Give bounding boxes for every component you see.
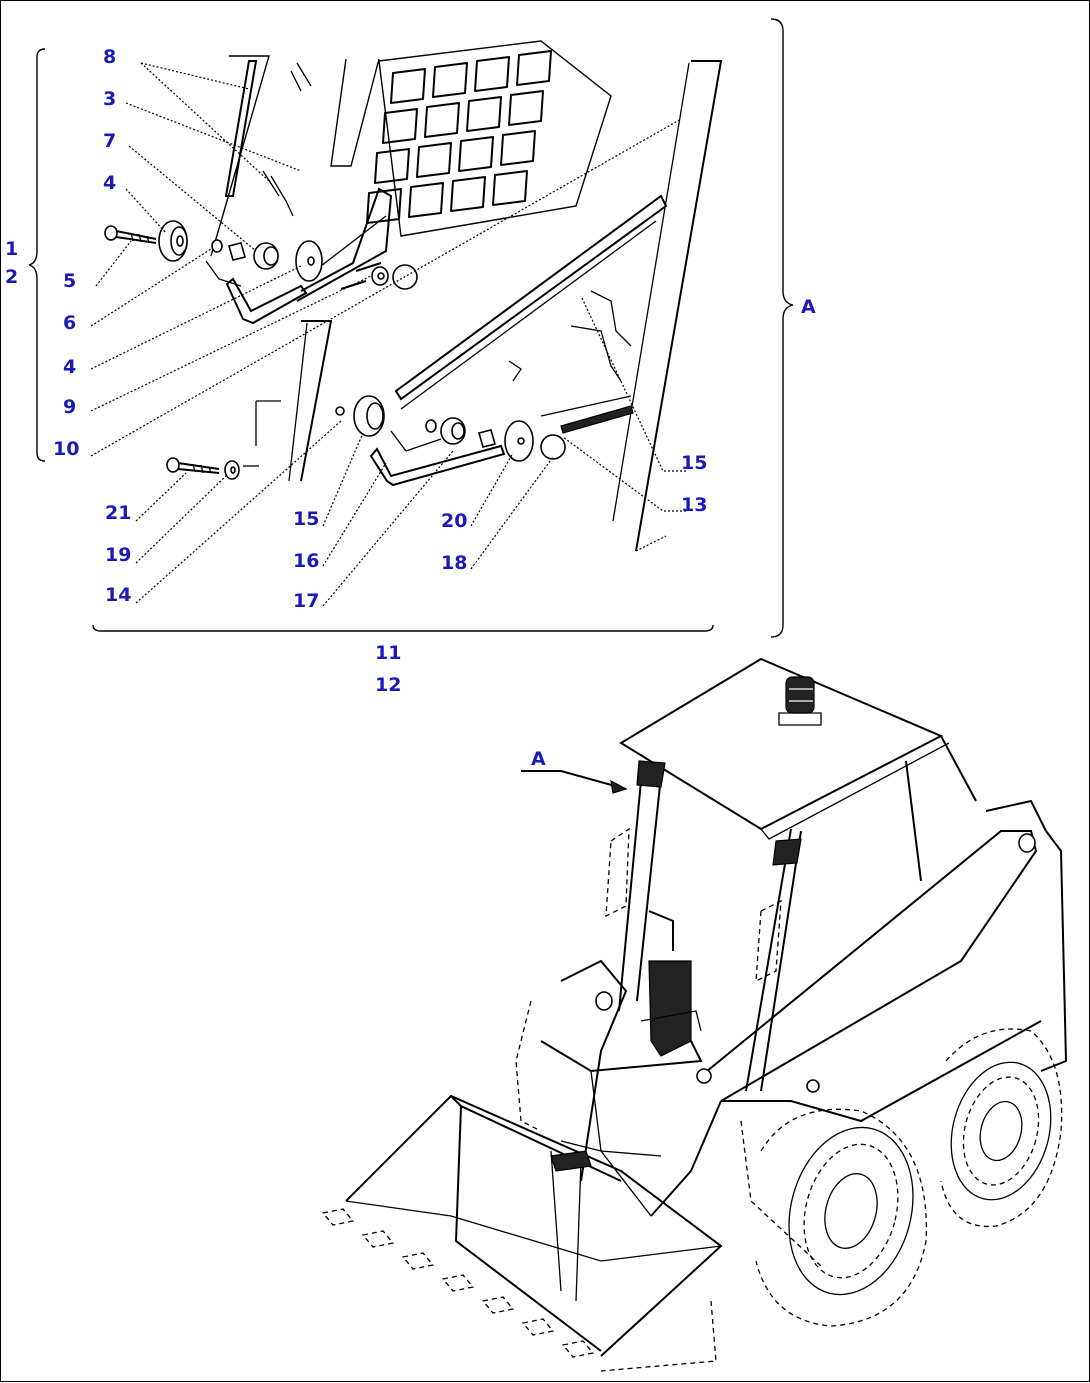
- bucket-tooth: [361, 1230, 395, 1248]
- callout-19: 19: [105, 544, 131, 566]
- grid-cell: [424, 102, 460, 138]
- callout-14: 14: [105, 584, 131, 606]
- grid-cell: [458, 136, 494, 172]
- cab-frame: [605, 735, 977, 1092]
- grid-cell: [408, 182, 444, 218]
- callout-18: 18: [441, 552, 467, 574]
- grid-panel: [366, 40, 612, 237]
- grid-cell: [366, 188, 402, 224]
- grid-cell: [500, 130, 536, 166]
- nut-14: [335, 406, 345, 416]
- detail-bracket-bottom: [92, 624, 714, 632]
- bucket-tooth: [561, 1340, 595, 1358]
- callout-10: 10: [53, 438, 79, 460]
- view-a-arrow: [521, 770, 628, 794]
- bucket-tooth: [481, 1296, 515, 1314]
- body-chassis: [515, 830, 1068, 1267]
- detail-a-label: A: [801, 296, 816, 318]
- washer-6: [211, 239, 223, 253]
- callout-9: 9: [63, 396, 76, 418]
- washer-9: [371, 266, 389, 286]
- callout-11: 11: [375, 642, 401, 664]
- grid-cell: [390, 68, 426, 104]
- disc-4-lower: [295, 240, 323, 282]
- roller-4-upper: [158, 220, 188, 262]
- grid-cell: [466, 96, 502, 132]
- lower-hinge-bracket: [369, 430, 506, 487]
- bucket-tooth: [521, 1318, 555, 1336]
- window-glass-upper: [210, 55, 380, 257]
- detail-bracket-left: [28, 48, 46, 462]
- cab-roof: [619, 657, 950, 840]
- spacer-7: [228, 242, 279, 270]
- callout-12: 12: [375, 674, 401, 696]
- cap-13: [540, 434, 566, 460]
- upper-rail: [296, 187, 393, 302]
- door-frame-right: [612, 60, 723, 552]
- callout-4-lower: 4: [63, 356, 76, 378]
- callout-2: 2: [5, 266, 18, 288]
- bucket-tooth: [441, 1274, 475, 1292]
- grid-cell: [374, 148, 410, 184]
- callout-8: 8: [103, 46, 116, 68]
- bucket: [321, 1094, 723, 1372]
- callout-3: 3: [103, 88, 116, 110]
- callout-13: 13: [681, 494, 707, 516]
- bolt-5: [104, 225, 157, 244]
- grid-cell: [416, 142, 452, 178]
- callout-6: 6: [63, 312, 76, 334]
- detail-bracket-right: [770, 18, 794, 638]
- bolt-21: [166, 457, 220, 474]
- callout-1: 1: [5, 238, 18, 260]
- roller-15: [353, 395, 385, 437]
- callout-4-upper: 4: [103, 172, 116, 194]
- callout-21: 21: [105, 502, 131, 524]
- bucket-tooth: [321, 1208, 355, 1226]
- callout-7: 7: [103, 130, 116, 152]
- washer-19: [224, 460, 240, 480]
- grid-cell: [508, 90, 544, 126]
- roller-16: [425, 417, 466, 445]
- spacer-20: [478, 429, 496, 448]
- grid-cell: [450, 176, 486, 212]
- wheel-rear: [940, 1028, 1063, 1228]
- callout-16: 16: [293, 550, 319, 572]
- upper-hinge-bracket: [205, 260, 308, 325]
- callout-15-right: 15: [681, 452, 707, 474]
- callout-labels: 1 2 8 3 7 4 5 6 4 9 10 21 19 14 15 16 17…: [5, 46, 816, 770]
- grid-cell: [432, 62, 468, 98]
- callout-5: 5: [63, 270, 76, 292]
- disc-18: [504, 420, 534, 462]
- callout-17: 17: [293, 590, 319, 612]
- grid-cell: [492, 170, 528, 206]
- callout-15-left: 15: [293, 508, 319, 530]
- grid-cell: [382, 108, 418, 144]
- callout-20: 20: [441, 510, 467, 532]
- grid-cell: [474, 56, 510, 92]
- grid-cell: [516, 50, 552, 86]
- beacon-light: [778, 676, 822, 726]
- bucket-tooth: [401, 1252, 435, 1270]
- view-a-label: A: [531, 748, 546, 770]
- post-lower: [243, 320, 333, 482]
- lower-rail: [394, 194, 668, 434]
- wheel-front: [755, 1108, 927, 1327]
- leader-lines: [90, 62, 686, 607]
- handle-hose: [640, 910, 702, 1057]
